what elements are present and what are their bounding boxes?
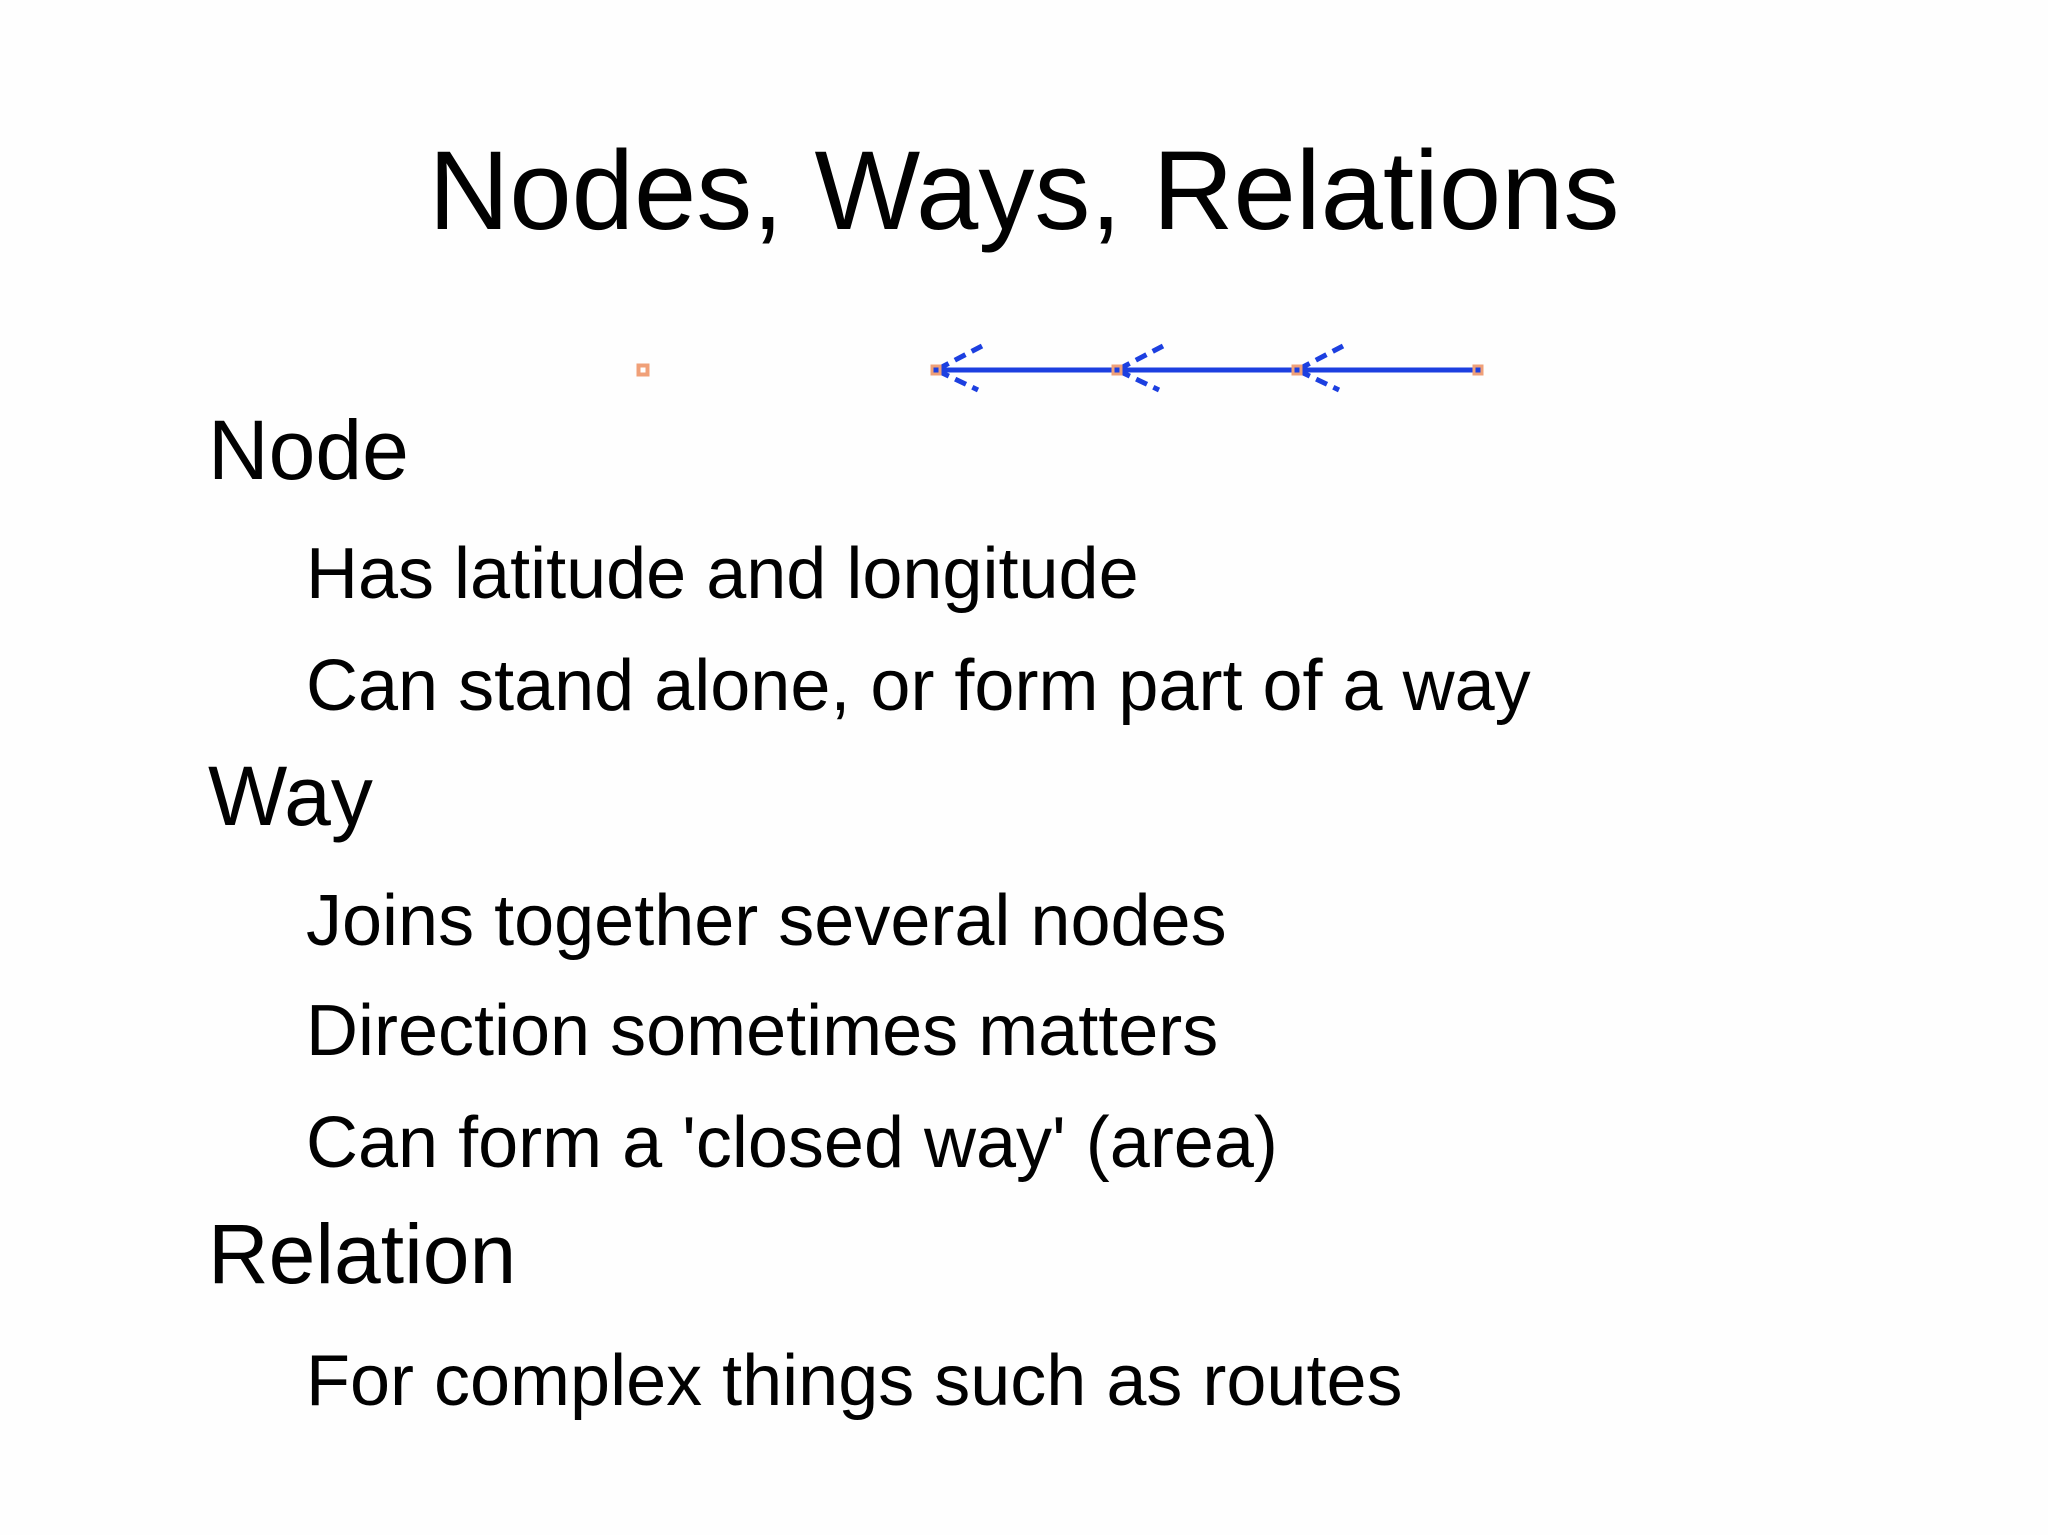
- node-way-diagram: [636, 343, 1484, 393]
- bullet-way-direction: Direction sometimes matters: [306, 991, 1219, 1071]
- bullet-node-standalone: Can stand alone, or form part of a way: [306, 646, 1531, 726]
- section-heading-way: Way: [208, 749, 373, 843]
- section-heading-relation: Relation: [208, 1207, 517, 1301]
- bullet-way-joins: Joins together several nodes: [306, 881, 1227, 961]
- bullet-relation-routes: For complex things such as routes: [306, 1341, 1403, 1421]
- bullet-way-closed: Can form a 'closed way' (area): [306, 1103, 1278, 1183]
- bullet-node-latlon: Has latitude and longitude: [306, 534, 1139, 614]
- slide-title: Nodes, Ways, Relations: [428, 128, 1620, 253]
- section-heading-node: Node: [208, 403, 409, 497]
